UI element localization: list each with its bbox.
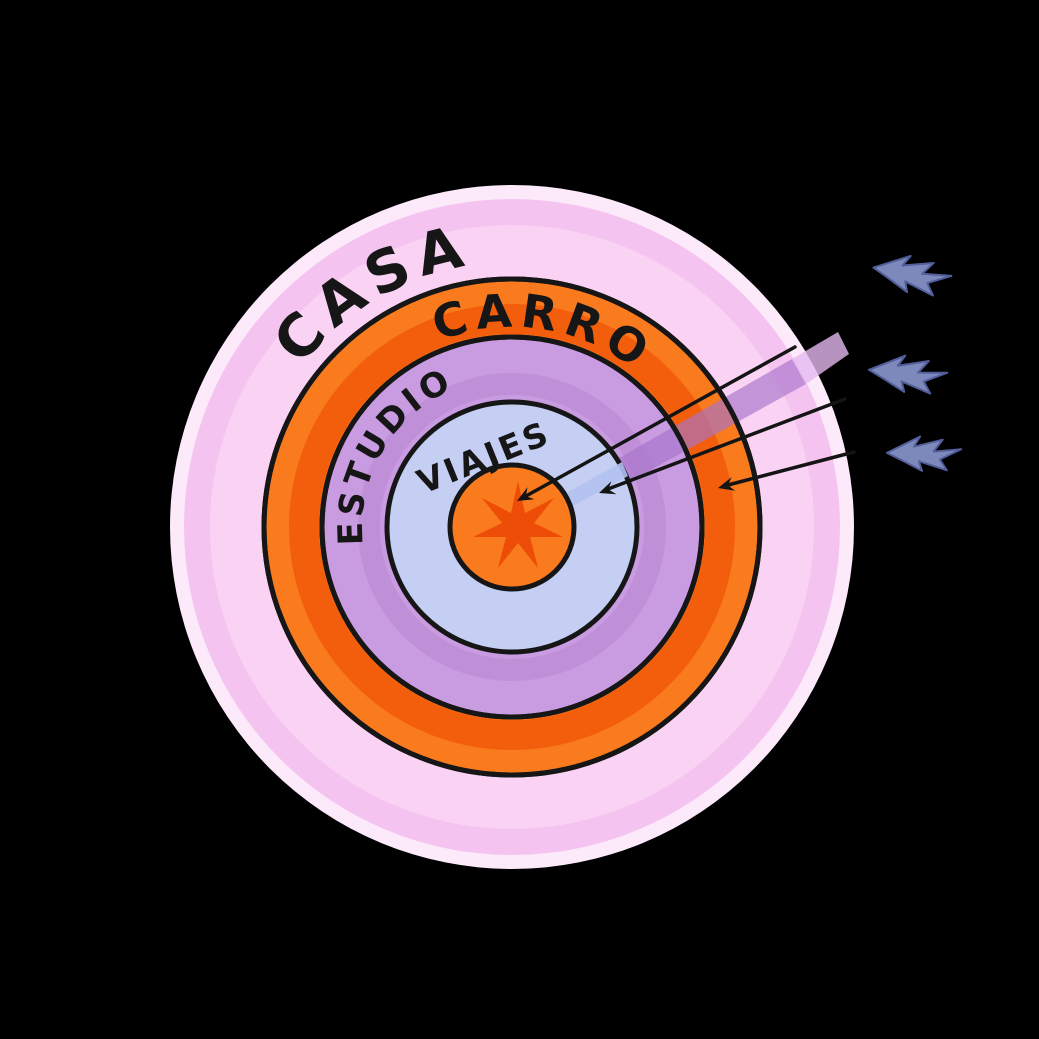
center-star-icon (473, 481, 563, 568)
ring-estudio-inner-shade (358, 373, 666, 681)
arrow-line-1 (524, 345, 797, 498)
arrow-line-2 (606, 397, 847, 491)
arrow-head-3-icon (718, 477, 736, 491)
arrow-trail-blue (552, 462, 628, 513)
arrow-trail-pink (792, 332, 849, 384)
incoming-arrows (517, 345, 856, 501)
arrow-head-1-icon (517, 487, 535, 501)
dart-arrows (867, 255, 963, 472)
ring-estudio-outline (319, 334, 705, 720)
dart-arrow-icon-2 (867, 354, 949, 395)
dart-arrow-icon-3 (885, 435, 963, 472)
arrow-line-3 (726, 450, 856, 487)
ring-carro-outline (261, 276, 763, 778)
dart-arrow-icon-1 (872, 255, 953, 297)
ring-carro-inner-shade (289, 304, 735, 750)
arrow-head-2-icon (599, 481, 617, 495)
